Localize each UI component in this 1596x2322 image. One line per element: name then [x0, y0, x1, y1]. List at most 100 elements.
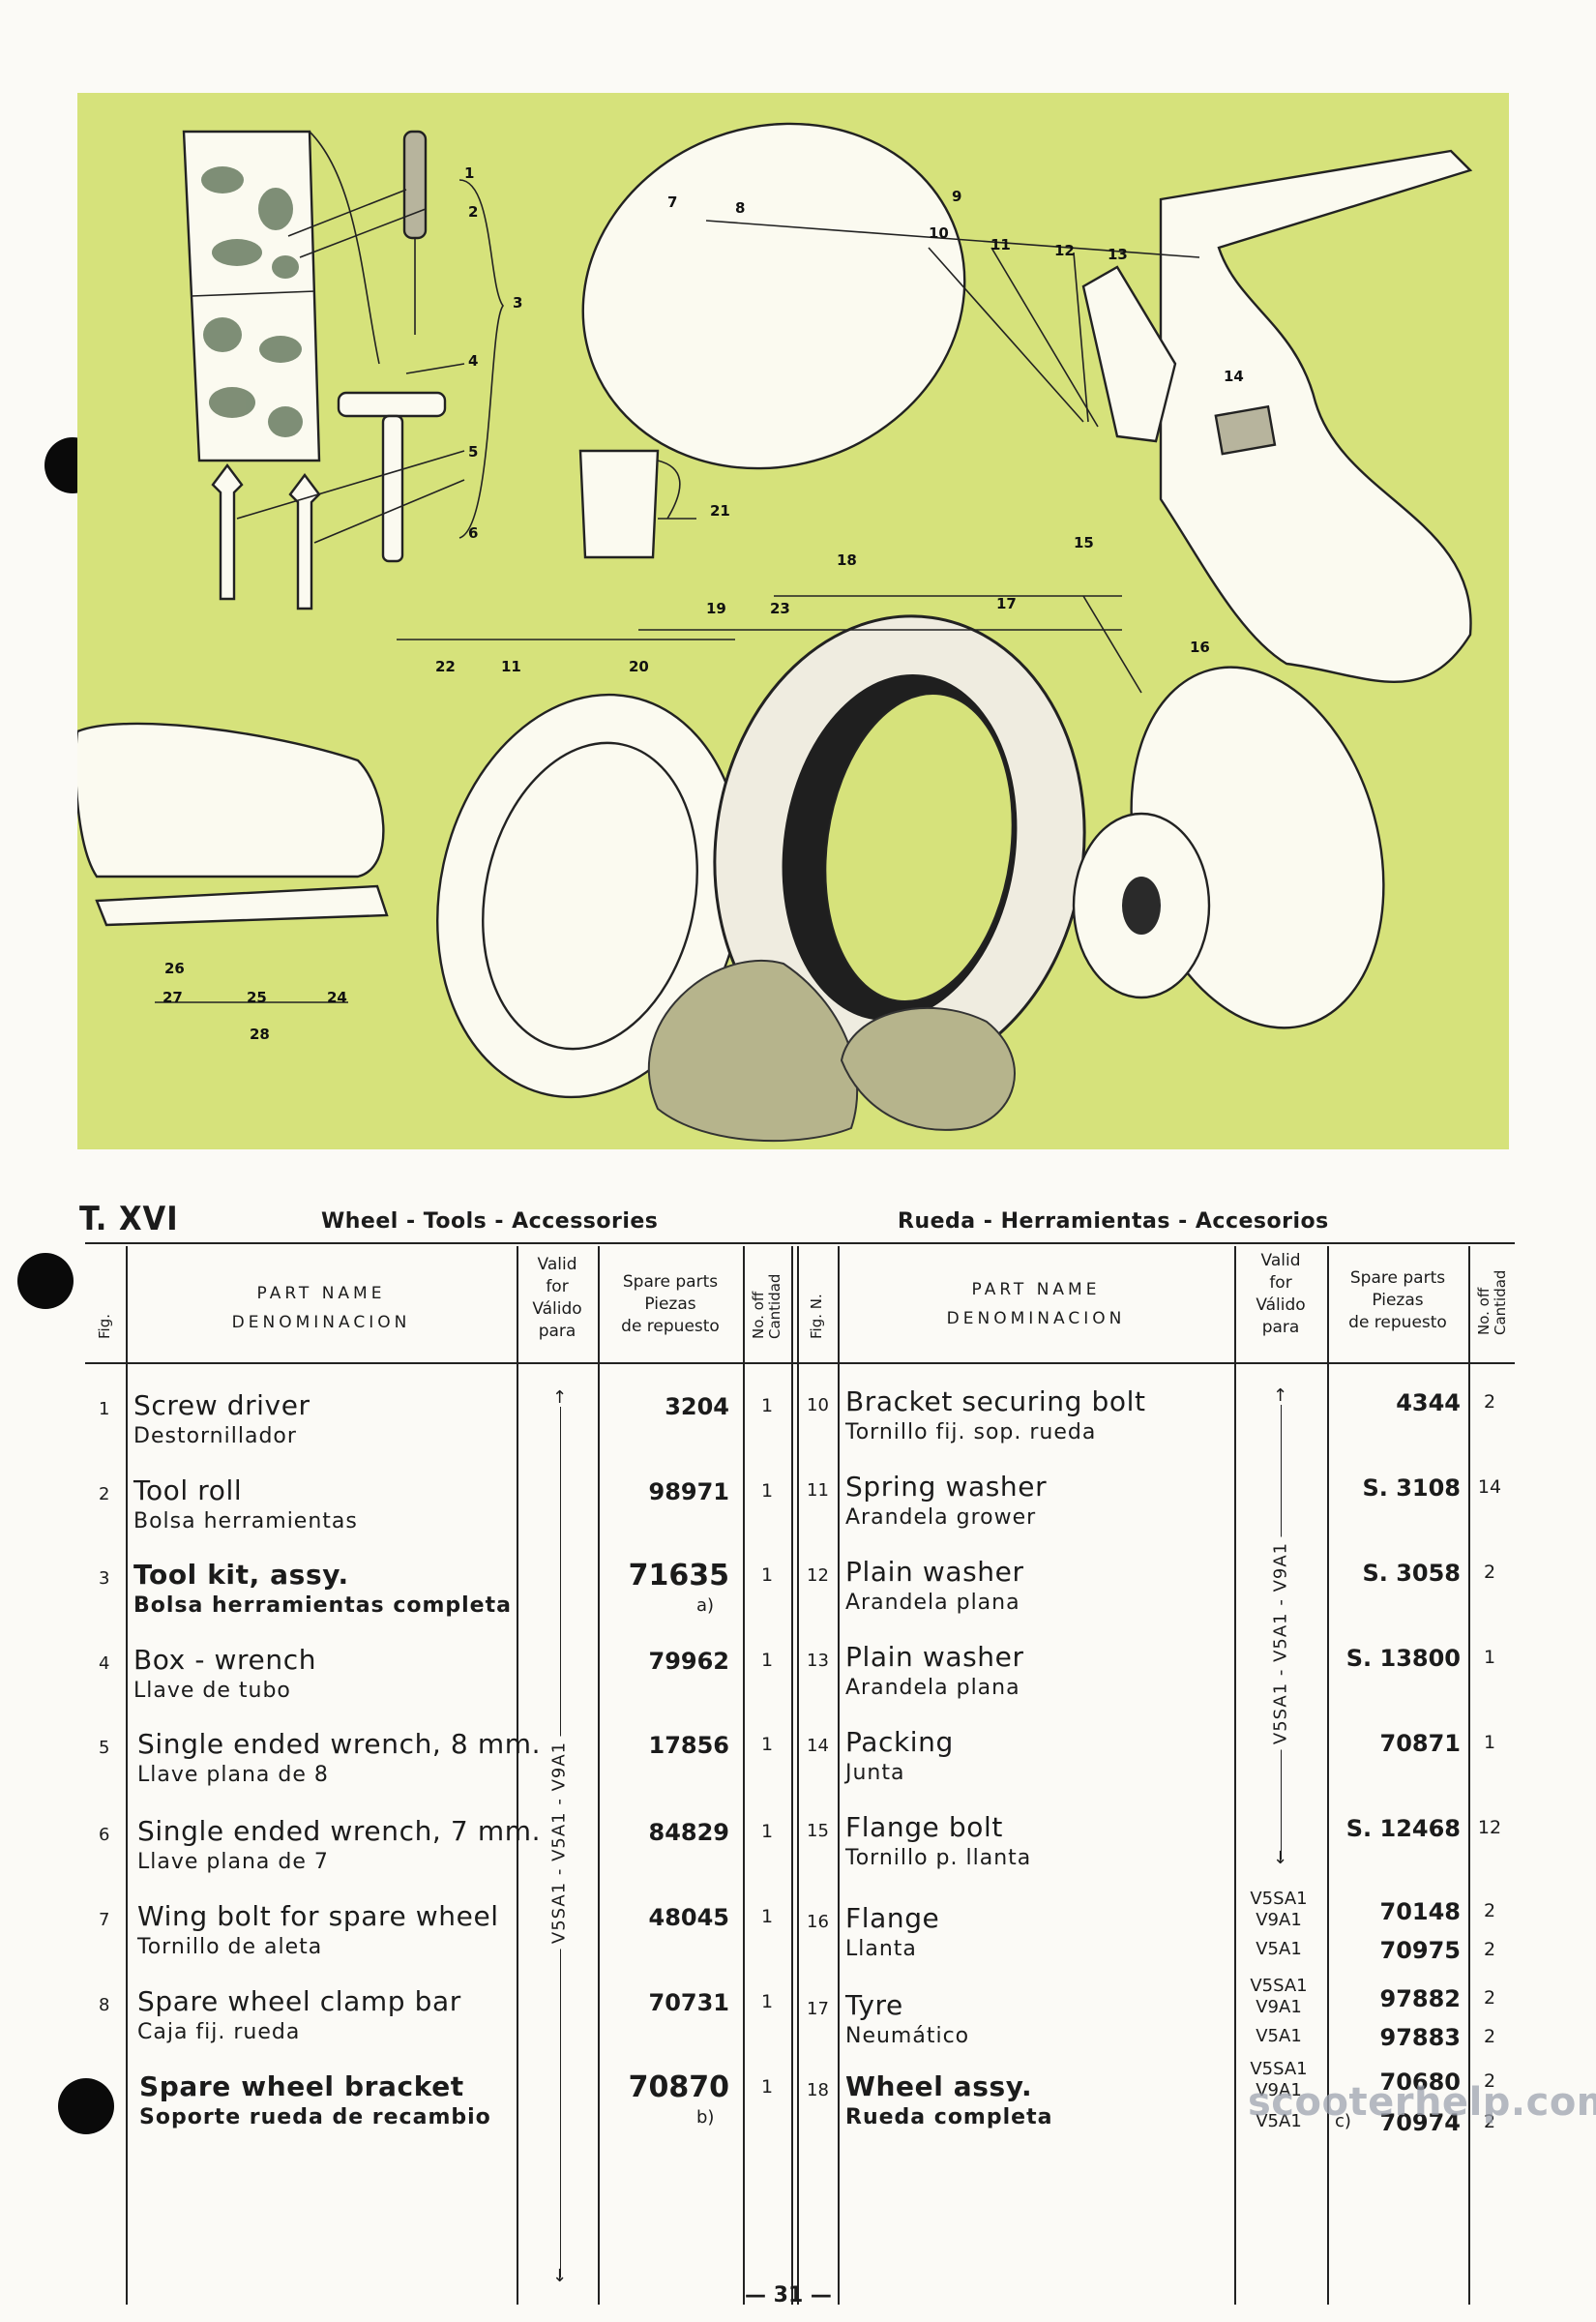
svg-text:17: 17	[996, 595, 1017, 612]
fig-number: 5	[99, 1738, 110, 1758]
table-row: 3 Tool kit, assy. Bolsa herramientas com…	[85, 1559, 791, 1644]
svg-text:16: 16	[1190, 639, 1210, 656]
part-number: 70870	[628, 2070, 729, 2104]
part-name-en: Flange	[845, 1902, 940, 1934]
header-for: for	[546, 1277, 569, 1296]
part-name-en: Tool kit, assy.	[133, 1559, 349, 1591]
fig-number: 18	[807, 2080, 829, 2100]
part-number: 97883	[1379, 2024, 1462, 2051]
part-number: 79962	[648, 1648, 730, 1675]
svg-text:2: 2	[468, 203, 478, 221]
part-number: 70975	[1379, 1937, 1462, 1964]
part-number: 71635	[628, 1559, 729, 1593]
fig-number: 1	[99, 1399, 110, 1419]
valid-for-models: V5A1	[1256, 1939, 1302, 1959]
part-name-en: Screw driver	[133, 1389, 310, 1421]
header-cantidad: Cantidad	[766, 1273, 783, 1339]
quantity: 12	[1477, 1817, 1502, 1838]
svg-text:26: 26	[164, 960, 185, 977]
plate-code: T. XVI	[79, 1200, 179, 1238]
tool-roll-drawing	[182, 130, 380, 462]
part-name-es: Llave plana de 8	[137, 1763, 329, 1787]
part-name-es: Tornillo de aleta	[137, 1935, 323, 1959]
valid-for-models: V5SA1 V9A1	[1250, 1976, 1308, 2017]
header-no-off: No. off	[750, 1291, 767, 1339]
quantity: 1	[1483, 1647, 1496, 1668]
part-number: S. 3108	[1362, 1474, 1461, 1502]
table-row: 5 Single ended wrench, 8 mm. Llave plana…	[85, 1728, 791, 1813]
svg-text:8: 8	[735, 199, 745, 217]
box-wrench-drawing	[337, 391, 447, 563]
quantity: 1	[760, 1650, 774, 1671]
part-number: 4344	[1396, 1389, 1461, 1416]
svg-text:15: 15	[1074, 534, 1094, 551]
table-row: 8 Spare wheel clamp bar Caja fij. rueda …	[85, 1985, 791, 2070]
part-name-es: Neumático	[845, 2024, 970, 2048]
part-number: S. 13800	[1345, 1645, 1461, 1672]
svg-text:4: 4	[468, 352, 478, 370]
svg-text:21: 21	[710, 502, 730, 520]
part-name-es: Llave plana de 7	[137, 1850, 329, 1874]
svg-text:25: 25	[247, 989, 267, 1006]
table-row: 17 Tyre Neumático V5SA1 V9A1 V5A1 97882 …	[797, 1976, 1513, 2069]
part-number: S. 12468	[1345, 1815, 1461, 1842]
oil-jug-drawing	[578, 449, 681, 559]
fig-number: 10	[807, 1395, 829, 1415]
rim-drawing	[436, 693, 744, 1099]
header-piezas-right: Piezas	[1372, 1291, 1424, 1310]
fig-number: 2	[99, 1484, 110, 1504]
part-name-es: Bolsa herramientas	[133, 1509, 358, 1533]
header-piezas: Piezas	[644, 1295, 696, 1314]
part-number: 70680	[1379, 2069, 1462, 2096]
table-row: 2 Tool roll Bolsa herramientas 98971 1	[85, 1474, 791, 1560]
part-name-es: Destornillador	[133, 1424, 297, 1448]
svg-text:5: 5	[468, 443, 478, 461]
part-name-es: Arandela plana	[845, 1591, 1020, 1615]
part-name-en: Single ended wrench, 7 mm.	[137, 1815, 542, 1847]
page-number: — 31 —	[745, 2283, 832, 2307]
fig-number: 8	[99, 1995, 110, 2015]
header-fig-n: Fig. N.	[808, 1294, 825, 1339]
quantity: 1	[760, 2076, 774, 2098]
fig-number: 15	[807, 1821, 829, 1841]
svg-text:12: 12	[1054, 242, 1075, 259]
table-row: 1 Screw driver Destornillador 3204 1	[85, 1389, 791, 1474]
header-para: para	[538, 1322, 576, 1341]
svg-text:6: 6	[468, 524, 478, 542]
part-name-es: Llanta	[845, 1937, 917, 1961]
part-name-en: Tyre	[845, 1989, 903, 2021]
part-name-en: Box - wrench	[133, 1644, 317, 1676]
part-name-en: Spring washer	[845, 1471, 1048, 1503]
binder-hole	[58, 2078, 114, 2134]
fig-number: 17	[807, 1999, 829, 2019]
valid-for-models: V5A1	[1256, 2026, 1302, 2046]
quantity: 2	[1483, 1562, 1496, 1583]
fig-number: 14	[807, 1736, 829, 1756]
part-name-en: Spare wheel bracket	[139, 2070, 464, 2102]
header-de-repuesto-right: de repuesto	[1348, 1313, 1447, 1332]
fig-number: 11	[807, 1480, 829, 1501]
fig-number: 13	[807, 1651, 829, 1671]
table-row: 15 Flange bolt Tornillo p. llanta S. 124…	[797, 1811, 1513, 1896]
quantity: 1	[760, 1395, 774, 1416]
part-name-es: Tornillo fij. sop. rueda	[845, 1420, 1097, 1444]
table-row: 10 Bracket securing bolt Tornillo fij. s…	[797, 1385, 1513, 1471]
svg-text:7: 7	[667, 194, 677, 211]
table-row: 13 Plain washer Arandela plana S. 13800 …	[797, 1641, 1513, 1726]
part-name-en: Plain washer	[845, 1641, 1024, 1673]
watermark: scooterhelp.com	[1248, 2080, 1596, 2125]
part-name-es: Tornillo p. llanta	[845, 1846, 1032, 1870]
quantity: 2	[1483, 2111, 1496, 2132]
quantity: 1	[760, 1906, 774, 1927]
table-row: 6 Single ended wrench, 7 mm. Llave plana…	[85, 1815, 791, 1900]
footnote-mark: b)	[696, 2107, 715, 2128]
binder-hole	[17, 1253, 74, 1309]
fig-number: 12	[807, 1565, 829, 1586]
part-name-en: Flange bolt	[845, 1811, 1003, 1843]
header-valido: Válido	[532, 1299, 582, 1319]
part-name-es: Caja fij. rueda	[137, 2020, 301, 2044]
svg-text:14: 14	[1224, 368, 1244, 385]
part-name-es: Soporte rueda de recambio	[139, 2105, 491, 2129]
part-number: 17856	[648, 1732, 730, 1759]
svg-text:20: 20	[629, 658, 649, 675]
